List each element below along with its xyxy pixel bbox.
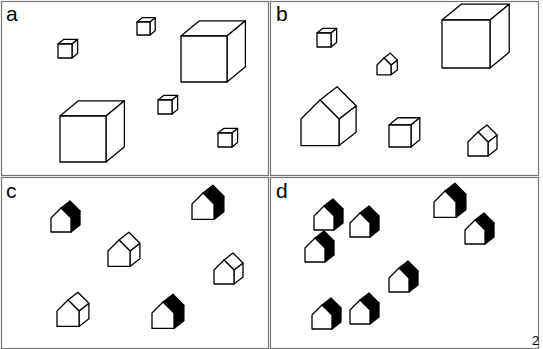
house-figure xyxy=(465,213,494,244)
house-figure xyxy=(301,87,356,146)
cube-figure xyxy=(137,18,155,35)
cube-figure xyxy=(181,21,245,82)
cube-figure xyxy=(317,28,337,47)
figure-number: 2 xyxy=(532,334,539,347)
cube-figure xyxy=(442,4,509,68)
panel-letter: c xyxy=(6,180,17,201)
house-figure xyxy=(389,261,418,292)
house-figure xyxy=(305,231,334,262)
panel-frame xyxy=(271,178,539,349)
house-figure xyxy=(51,201,80,232)
cube-figure xyxy=(158,95,178,114)
house-figure xyxy=(57,292,89,326)
house-figure xyxy=(192,185,224,219)
panel-frame xyxy=(2,2,269,176)
house-figure xyxy=(108,232,140,266)
panel-frame xyxy=(2,178,269,349)
panel-letter: d xyxy=(276,180,288,201)
house-figure xyxy=(468,125,497,156)
house-figure xyxy=(152,294,184,328)
house-figure xyxy=(377,53,397,75)
house-figure xyxy=(350,206,379,237)
cube-figure xyxy=(60,101,124,162)
cube-figure xyxy=(389,118,420,147)
cube-figure xyxy=(218,128,238,147)
cube-figure xyxy=(58,39,78,58)
panel-frame xyxy=(271,2,539,176)
house-figure xyxy=(312,298,341,329)
panel-letter: a xyxy=(6,3,18,24)
panel-letter: b xyxy=(276,3,288,24)
house-figure xyxy=(314,199,343,230)
house-figure xyxy=(214,253,243,284)
house-figure xyxy=(350,293,379,324)
house-figure xyxy=(434,183,466,217)
